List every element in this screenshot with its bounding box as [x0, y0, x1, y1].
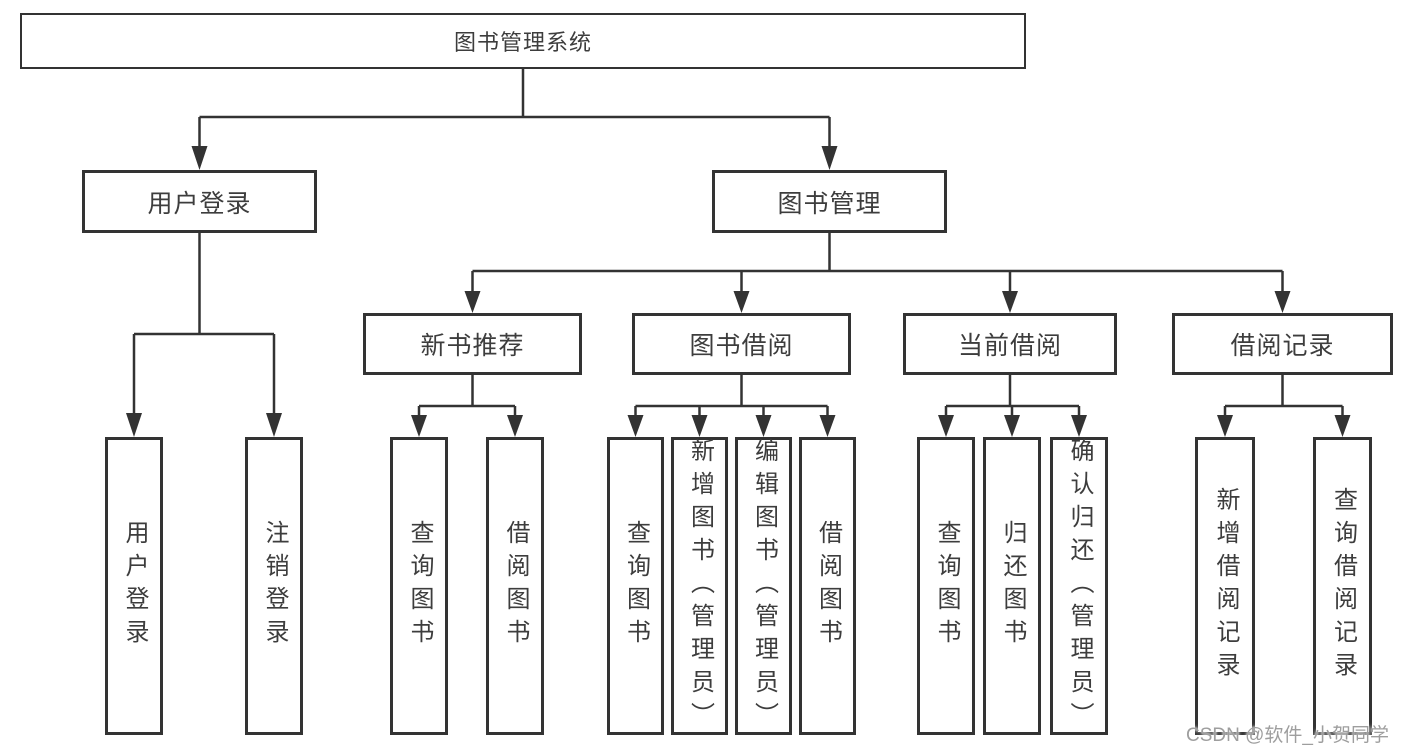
arrowhead	[627, 415, 644, 437]
leaf-user-login: 用户登录	[105, 437, 163, 735]
node-new-book-recommend: 新书推荐	[363, 313, 582, 375]
arrowhead	[733, 291, 750, 313]
node-book-management: 图书管理	[712, 170, 947, 233]
node-label: 借阅图书	[502, 520, 529, 652]
node-label: 图书管理系统	[453, 30, 592, 55]
arrowhead	[411, 415, 427, 437]
node-current-borrow: 当前借阅	[903, 313, 1117, 375]
edge-bookmgmt-to-level2	[471, 233, 1284, 295]
leaf-return-books: 归还图书	[983, 437, 1041, 735]
node-label: 借阅记录	[1230, 332, 1335, 360]
edge-root-to-level1	[198, 69, 831, 150]
node-label: 查询图书	[933, 520, 960, 652]
leaf-query-books-borrow: 查询图书	[607, 437, 664, 735]
leaf-query-books-current: 查询图书	[917, 437, 975, 735]
arrowhead	[1217, 415, 1233, 437]
node-label: 确认归还（管理员）	[1066, 437, 1093, 735]
node-label: 查询借阅记录	[1329, 487, 1357, 685]
leaf-query-books-recommend: 查询图书	[390, 437, 448, 735]
arrowhead	[191, 146, 208, 170]
arrowhead	[507, 415, 523, 437]
node-label: 新增图书（管理员）	[686, 437, 714, 735]
arrowhead	[821, 146, 838, 170]
csdn-watermark: CSDN @软件_小贺同学	[1186, 725, 1389, 746]
arrowhead	[1002, 291, 1018, 313]
arrowhead	[755, 415, 772, 437]
node-label: 当前借阅	[957, 332, 1062, 360]
leaf-borrow-books: 借阅图书	[799, 437, 856, 735]
arrowhead	[1334, 415, 1351, 437]
node-label: 新增借阅记录	[1212, 487, 1239, 685]
edge-records-to-leaves	[1223, 375, 1344, 419]
arrowhead	[691, 415, 708, 437]
leaf-borrow-books-recommend: 借阅图书	[486, 437, 544, 735]
arrowhead	[819, 415, 836, 437]
leaf-edit-books-admin: 编辑图书（管理员）	[735, 437, 792, 735]
leaf-confirm-return-admin: 确认归还（管理员）	[1050, 437, 1108, 735]
node-label: 查询图书	[622, 520, 650, 652]
arrowhead	[938, 415, 954, 437]
edge-borrow-to-leaves	[634, 375, 829, 419]
leaf-add-books-admin: 新增图书（管理员）	[671, 437, 728, 735]
arrowhead	[126, 413, 142, 437]
node-library-management-system: 图书管理系统	[20, 13, 1026, 69]
node-label: 查询图书	[406, 520, 433, 652]
leaf-logout: 注销登录	[245, 437, 303, 735]
edge-userlogin-to-leaves	[132, 233, 276, 417]
node-book-borrow: 图书借阅	[632, 313, 851, 375]
node-label: 新书推荐	[420, 332, 525, 360]
arrowhead	[1004, 415, 1020, 437]
leaf-add-borrow-record: 新增借阅记录	[1195, 437, 1255, 735]
node-user-login: 用户登录	[82, 170, 317, 233]
node-label: 图书管理	[777, 189, 882, 218]
node-borrow-records: 借阅记录	[1172, 313, 1393, 375]
node-label: 用户登录	[121, 520, 148, 652]
node-label: 编辑图书（管理员）	[750, 437, 778, 735]
node-label: 用户登录	[147, 189, 252, 218]
arrowhead	[266, 413, 282, 437]
node-label: 注销登录	[261, 520, 288, 652]
arrowhead	[1071, 415, 1087, 437]
arrowhead	[464, 291, 481, 313]
leaf-query-borrow-record: 查询借阅记录	[1313, 437, 1372, 735]
edge-recommend-to-leaves	[417, 375, 517, 419]
node-label: 归还图书	[999, 520, 1026, 652]
arrowhead	[1274, 291, 1291, 313]
edge-current-to-leaves	[944, 375, 1081, 419]
node-label: 借阅图书	[814, 520, 842, 652]
node-label: 图书借阅	[689, 332, 794, 360]
